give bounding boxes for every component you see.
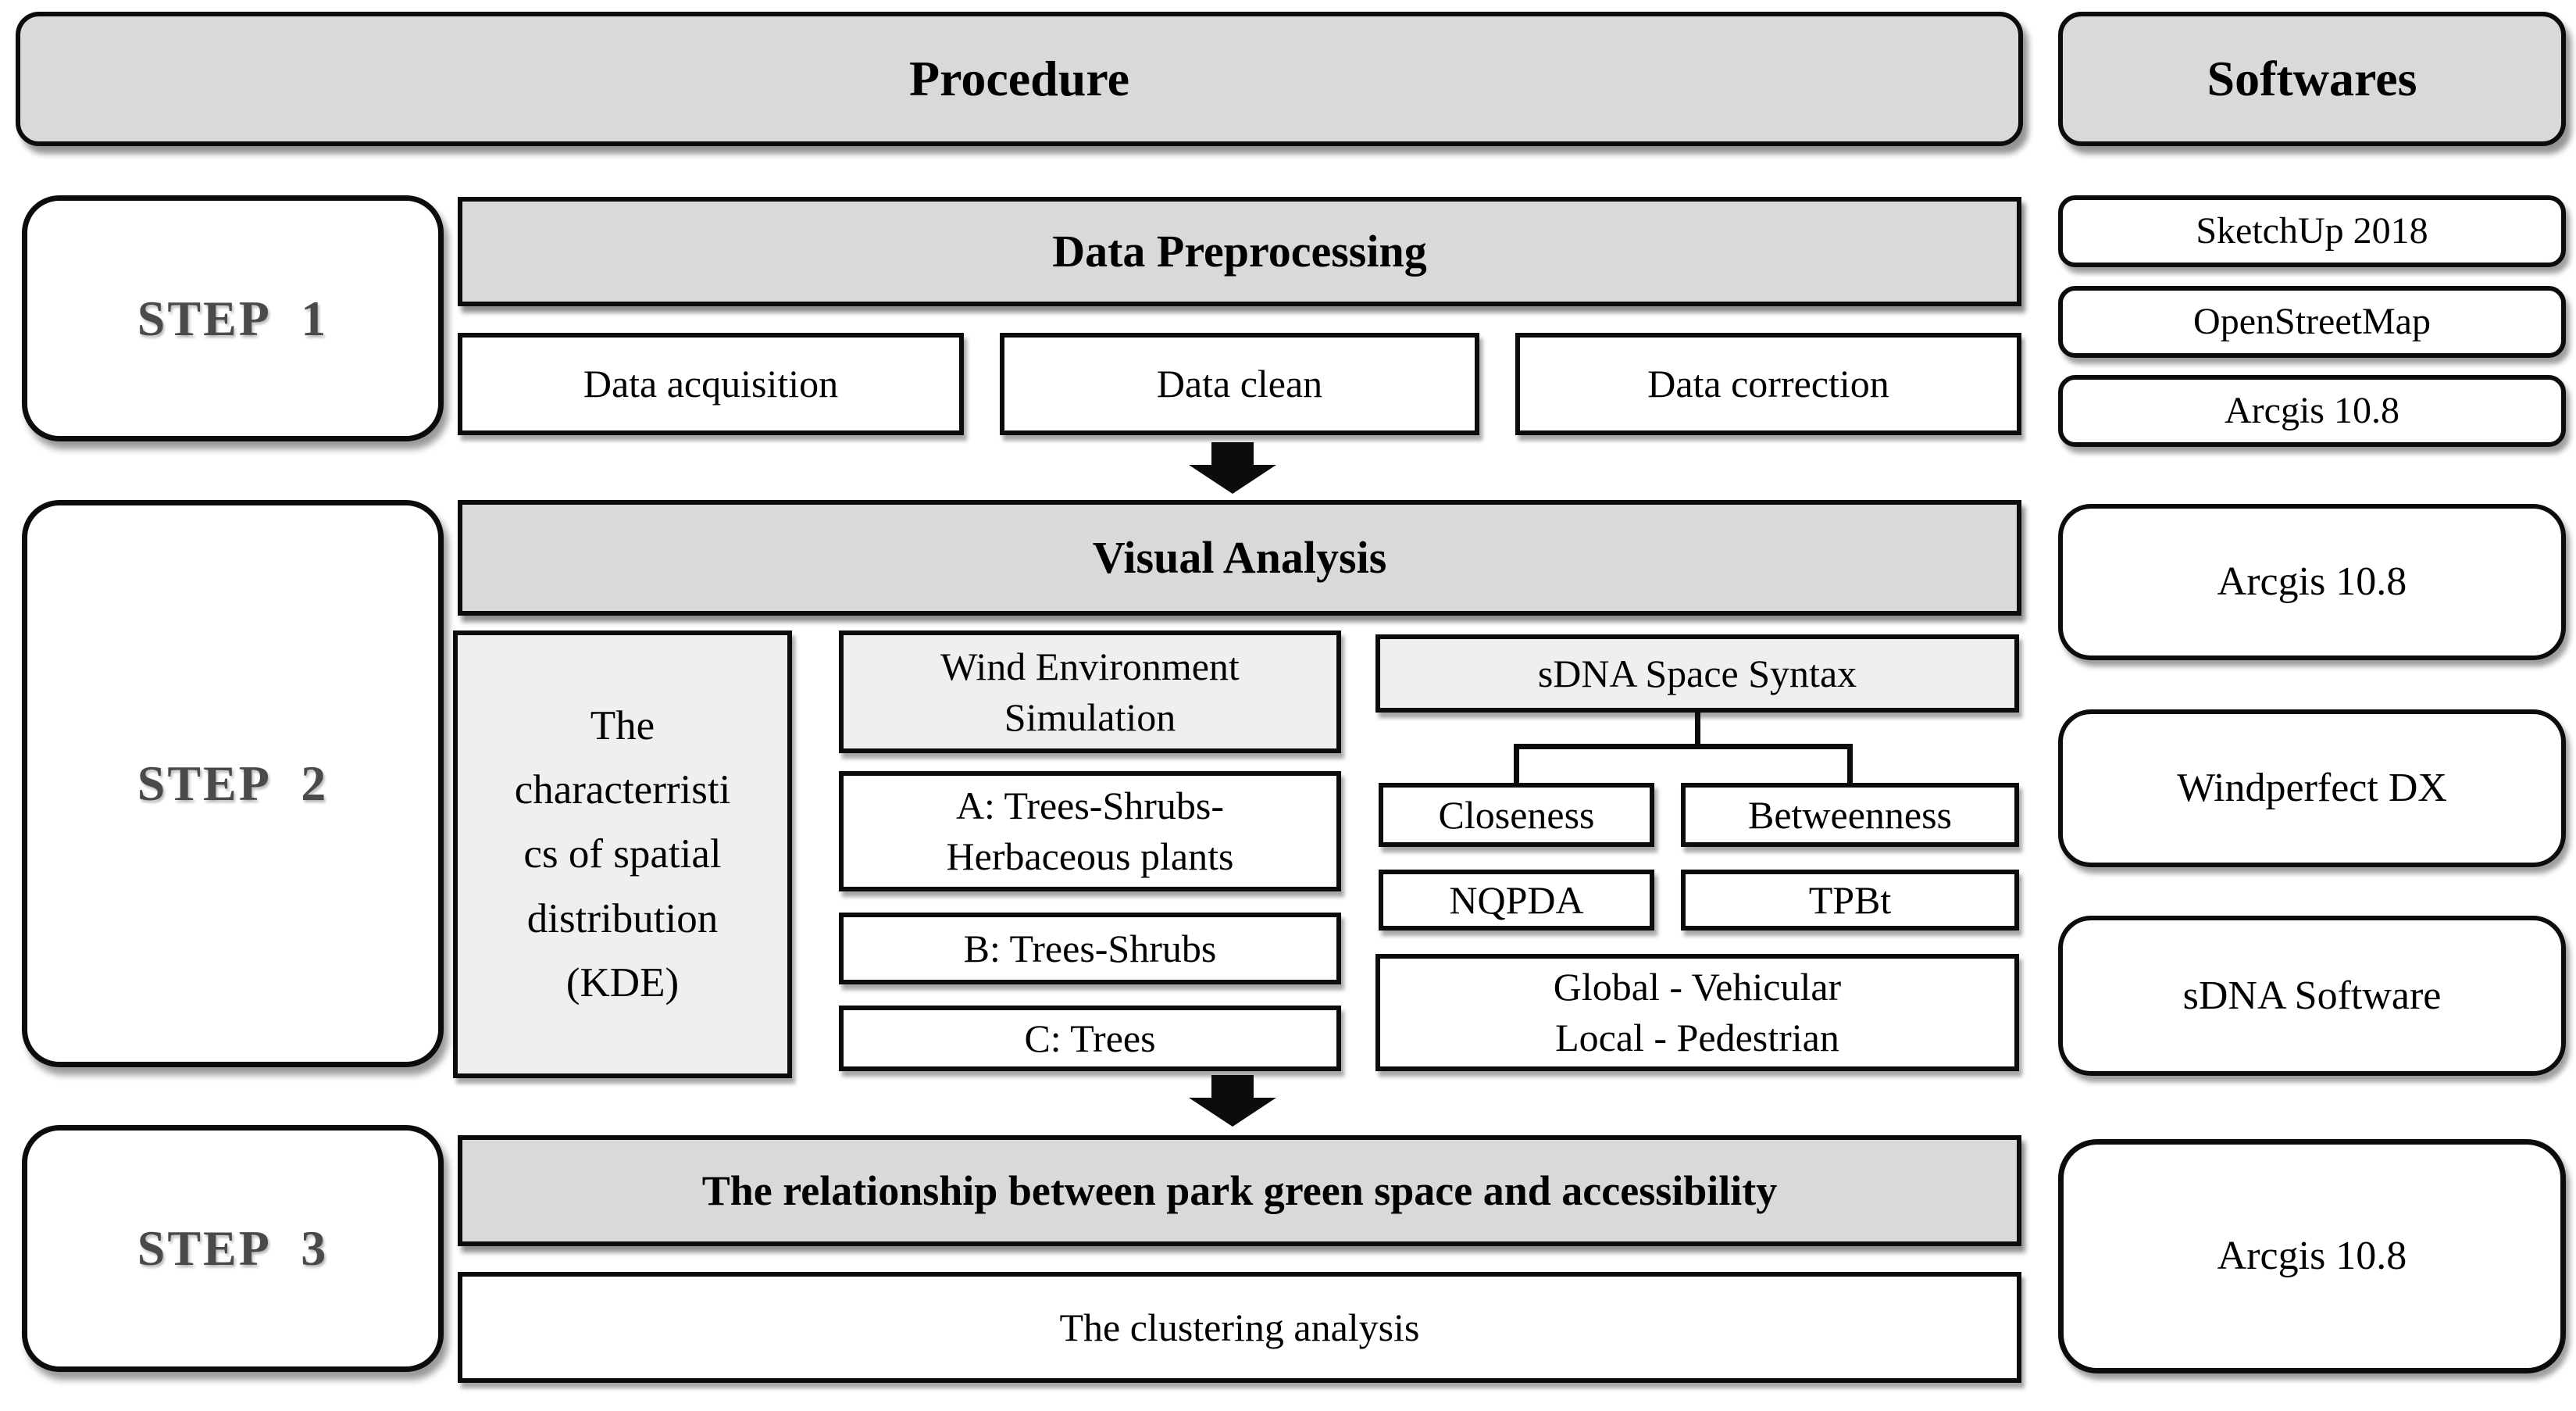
software-arcgis-step2-label: Arcgis 10.8 xyxy=(2217,559,2407,605)
nqpda-box: NQPDA xyxy=(1379,870,1654,931)
step1-title: Data Preprocessing xyxy=(1052,226,1427,277)
wind-simulation-label: Wind Environment Simulation xyxy=(940,644,1240,739)
software-arcgis-step3-label: Arcgis 10.8 xyxy=(2217,1234,2407,1279)
sdna-connector-right-drop xyxy=(1847,744,1853,783)
sdna-space-syntax-box: sDNA Space Syntax xyxy=(1375,634,2019,713)
sdna-connector-crossbar xyxy=(1514,744,1853,749)
data-clean-box: Data clean xyxy=(1000,333,1479,435)
global-local-box: Global - Vehicular Local - Pedestrian xyxy=(1375,954,2019,1071)
step2-box: STEP 2 xyxy=(22,500,444,1067)
global-local-label: Global - Vehicular Local - Pedestrian xyxy=(1553,965,1842,1059)
scenario-b-box: B: Trees-Shrubs xyxy=(839,913,1341,984)
tpbt-box: TPBt xyxy=(1681,870,2019,931)
step3-title: The relationship between park green spac… xyxy=(701,1166,1778,1214)
data-correction-label: Data correction xyxy=(1647,362,1889,405)
procedure-header-label: Procedure xyxy=(909,51,1129,107)
softwares-header-label: Softwares xyxy=(2207,51,2417,107)
software-sdna-box: sDNA Software xyxy=(2058,916,2566,1076)
arrow-down-icon xyxy=(1189,1075,1276,1127)
software-sketchup-label: SketchUp 2018 xyxy=(2196,209,2428,252)
step3-title-bar: The relationship between park green spac… xyxy=(458,1135,2021,1246)
step3-label: STEP 3 xyxy=(137,1220,329,1277)
sdna-space-syntax-label: sDNA Space Syntax xyxy=(1537,651,1857,695)
data-acquisition-box: Data acquisition xyxy=(458,333,964,435)
arrow-down-icon xyxy=(1189,442,1276,494)
scenario-c-label: C: Trees xyxy=(1024,1016,1156,1060)
nqpda-label: NQPDA xyxy=(1449,877,1584,922)
scenario-c-box: C: Trees xyxy=(839,1006,1341,1071)
kde-label: The characterristi cs of spatial distrib… xyxy=(514,703,731,1006)
step1-title-bar: Data Preprocessing xyxy=(458,197,2021,306)
step2-label: STEP 2 xyxy=(137,756,329,812)
step2-title: Visual Analysis xyxy=(1092,532,1387,584)
step1-label: STEP 1 xyxy=(137,290,329,346)
scenario-a-box: A: Trees-Shrubs- Herbaceous plants xyxy=(839,771,1341,891)
software-windperfect-box: Windperfect DX xyxy=(2058,709,2566,867)
step1-box: STEP 1 xyxy=(22,195,444,441)
betweenness-box: Betweenness xyxy=(1681,783,2019,847)
closeness-label: Closeness xyxy=(1438,792,1595,837)
step2-title-bar: Visual Analysis xyxy=(458,500,2021,616)
software-arcgis-step1-label: Arcgis 10.8 xyxy=(2225,389,2399,431)
scenario-a-label: A: Trees-Shrubs- Herbaceous plants xyxy=(946,784,1234,878)
softwares-header: Softwares xyxy=(2058,12,2566,146)
software-sdna-label: sDNA Software xyxy=(2182,973,2442,1018)
software-arcgis-step3-box: Arcgis 10.8 xyxy=(2058,1139,2566,1373)
procedure-header: Procedure xyxy=(16,12,2023,146)
data-acquisition-label: Data acquisition xyxy=(583,362,839,405)
software-openstreetmap-label: OpenStreetMap xyxy=(2193,300,2431,342)
kde-box: The characterristi cs of spatial distrib… xyxy=(453,630,792,1078)
software-arcgis-step1-box: Arcgis 10.8 xyxy=(2058,375,2566,447)
closeness-box: Closeness xyxy=(1379,783,1654,847)
software-openstreetmap-box: OpenStreetMap xyxy=(2058,286,2566,358)
software-arcgis-step2-box: Arcgis 10.8 xyxy=(2058,504,2566,660)
wind-simulation-box: Wind Environment Simulation xyxy=(839,630,1341,753)
betweenness-label: Betweenness xyxy=(1747,792,1953,837)
scenario-b-label: B: Trees-Shrubs xyxy=(963,926,1217,970)
sdna-connector-stem xyxy=(1695,713,1700,747)
tpbt-label: TPBt xyxy=(1808,877,1892,922)
sdna-connector-left-drop xyxy=(1514,744,1519,783)
clustering-analysis-label: The clustering analysis xyxy=(1059,1305,1420,1349)
software-windperfect-label: Windperfect DX xyxy=(2177,766,2447,811)
software-sketchup-box: SketchUp 2018 xyxy=(2058,195,2566,267)
data-clean-label: Data clean xyxy=(1156,362,1323,405)
clustering-analysis-box: The clustering analysis xyxy=(458,1272,2021,1383)
data-correction-box: Data correction xyxy=(1515,333,2021,435)
step3-box: STEP 3 xyxy=(22,1125,444,1372)
